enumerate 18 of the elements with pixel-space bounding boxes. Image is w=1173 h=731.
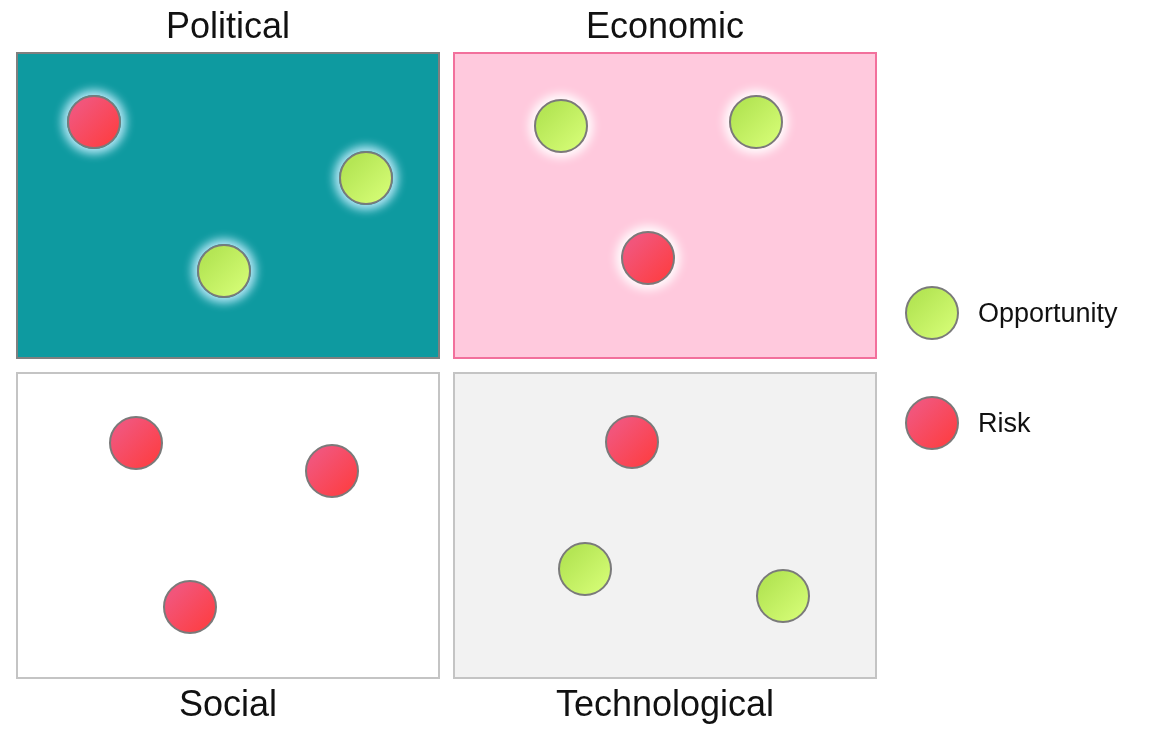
circle-marker	[109, 416, 163, 470]
circle-marker	[558, 542, 612, 596]
circle-marker	[605, 415, 659, 469]
circle-marker	[756, 569, 810, 623]
legend-label: Risk	[978, 407, 1031, 439]
circle-marker	[729, 95, 783, 149]
circle-marker	[163, 580, 217, 634]
circle-marker	[621, 231, 675, 285]
circle-marker	[534, 99, 588, 153]
quadrant-title: Economic	[584, 6, 746, 46]
circle-marker	[67, 95, 121, 149]
quadrant-title: Social	[177, 684, 279, 724]
circle-marker	[305, 444, 359, 498]
circle-marker	[197, 244, 251, 298]
quadrant-title: Political	[164, 6, 292, 46]
circle-marker	[339, 151, 393, 205]
quadrant-title: Technological	[554, 684, 776, 724]
legend-label: Opportunity	[978, 297, 1118, 329]
